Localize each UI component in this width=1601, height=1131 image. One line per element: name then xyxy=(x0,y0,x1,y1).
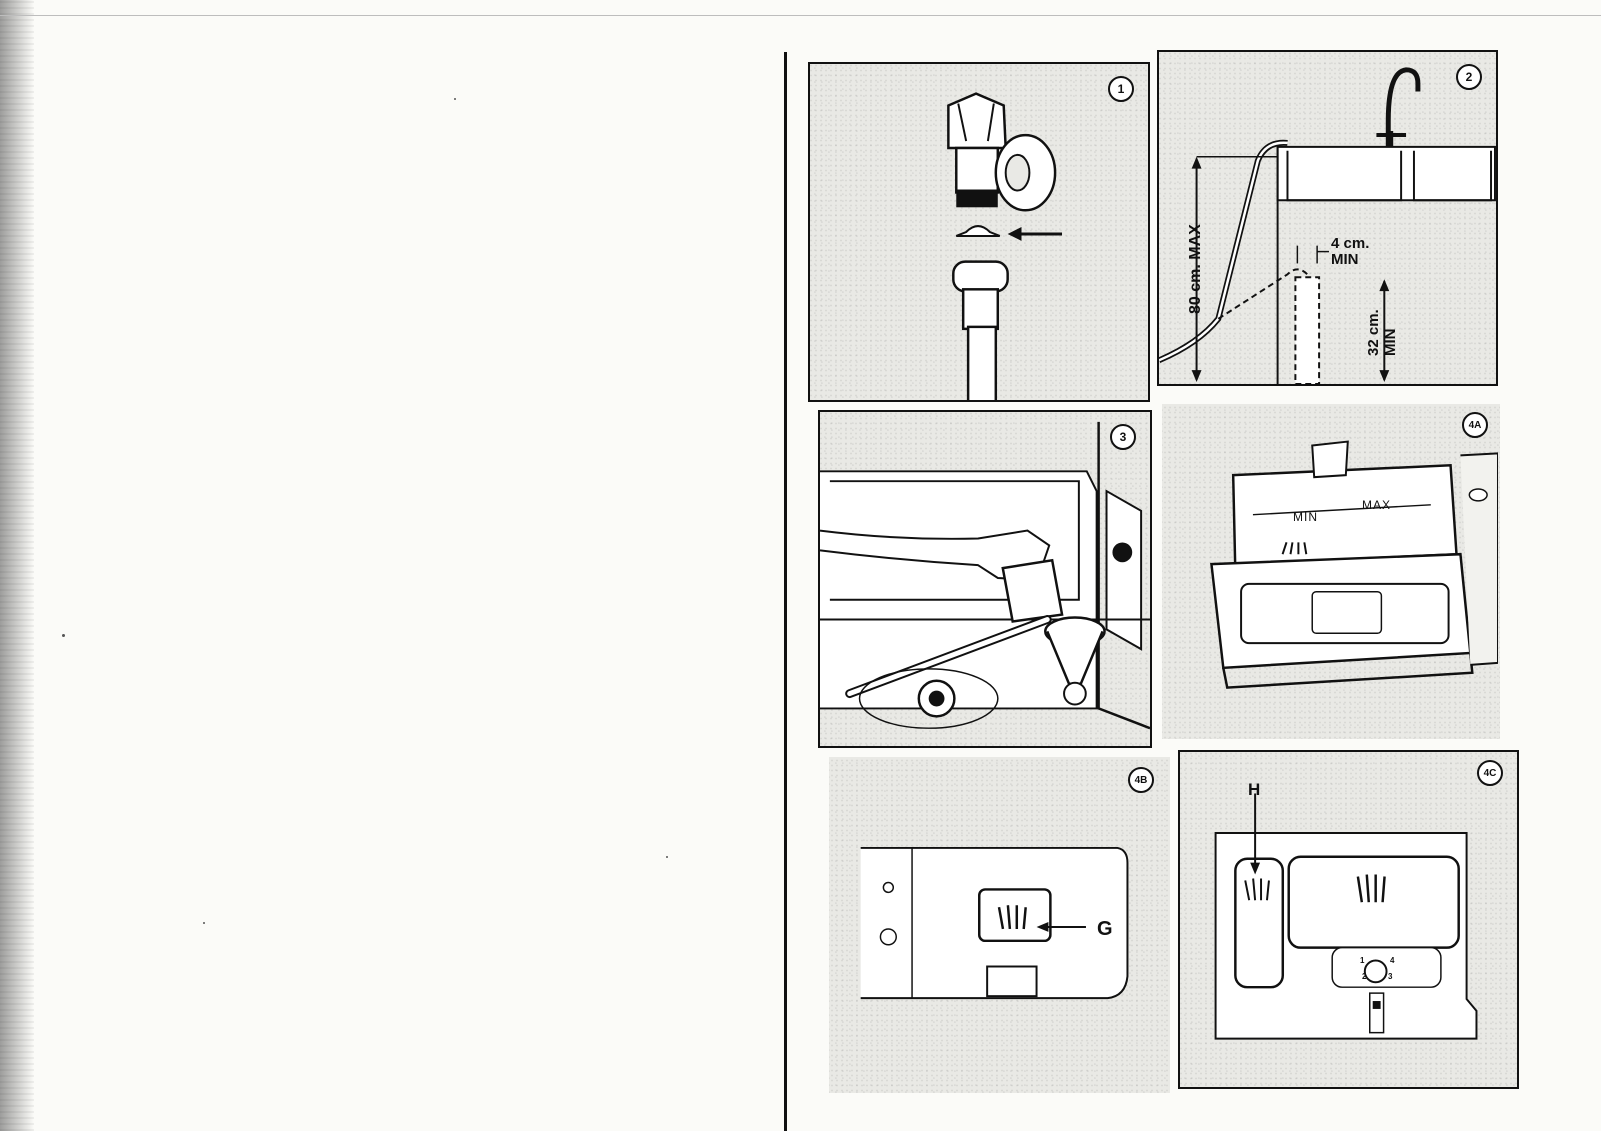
gap-min-label: 4 cm. MIN xyxy=(1331,236,1369,268)
scan-speck xyxy=(62,634,65,637)
dial-mark-1: 1 xyxy=(1360,956,1365,965)
height-min-word: MIN xyxy=(1382,328,1399,357)
height-max-word: MAX xyxy=(1187,224,1204,260)
pointer-label-h: H xyxy=(1248,780,1261,799)
figure-2-number-badge: 2 xyxy=(1456,64,1482,90)
rinse-aid-max-mark: MAX xyxy=(1362,498,1392,512)
detergent-indicator-illustration xyxy=(860,846,1129,1000)
figure-4a-number-badge: 4A xyxy=(1462,412,1488,438)
dial-mark-2: 2 xyxy=(1362,972,1367,981)
height-min-label: 32 cm. MIN xyxy=(1365,309,1399,356)
dispenser-open-illustration xyxy=(1210,440,1498,689)
tap-filter-illustration xyxy=(947,92,1063,400)
figure-4a-panel: MIN MAX 4A xyxy=(1162,404,1500,739)
figure-2-panel: 80 cm. MAX 4 cm. MIN 32 cm. MIN 2 xyxy=(1157,50,1498,386)
scan-speck xyxy=(666,856,668,858)
salt-funnel-illustration xyxy=(820,421,1150,730)
dial-mark-3: 3 xyxy=(1388,972,1393,981)
height-max-label: 80 cm. MAX xyxy=(1187,224,1205,314)
figure-4b-number-badge: 4B xyxy=(1128,767,1154,793)
height-max-value: 80 cm. xyxy=(1187,264,1204,314)
scan-speck xyxy=(203,922,205,924)
drain-hose-height-illustration xyxy=(1159,67,1496,384)
pointer-label-g: G xyxy=(1097,918,1113,940)
gap-word: MIN xyxy=(1331,251,1359,268)
rinse-aid-min-mark: MIN xyxy=(1293,510,1318,524)
figure-4c-panel: H 1 2 3 4 4C xyxy=(1178,750,1519,1089)
figure-4c-number-badge: 4C xyxy=(1477,760,1503,786)
height-min-value: 32 cm. xyxy=(1365,309,1382,356)
figure-1-number-badge: 1 xyxy=(1108,76,1134,102)
page-top-rule xyxy=(0,15,1601,16)
detergent-compartment-illustration xyxy=(1214,793,1478,1040)
scan-speck xyxy=(454,98,456,100)
scan-left-edge-shadow xyxy=(0,0,34,1131)
figure-4b-panel: G 4B xyxy=(829,757,1170,1093)
gap-value: 4 cm. xyxy=(1331,235,1370,252)
figure-3-number-badge: 3 xyxy=(1110,424,1136,450)
figure-3-panel: 3 xyxy=(818,410,1152,748)
figure-1-panel: 1 xyxy=(808,62,1150,402)
page-fold-line xyxy=(784,52,787,1131)
dial-mark-4: 4 xyxy=(1390,956,1395,965)
